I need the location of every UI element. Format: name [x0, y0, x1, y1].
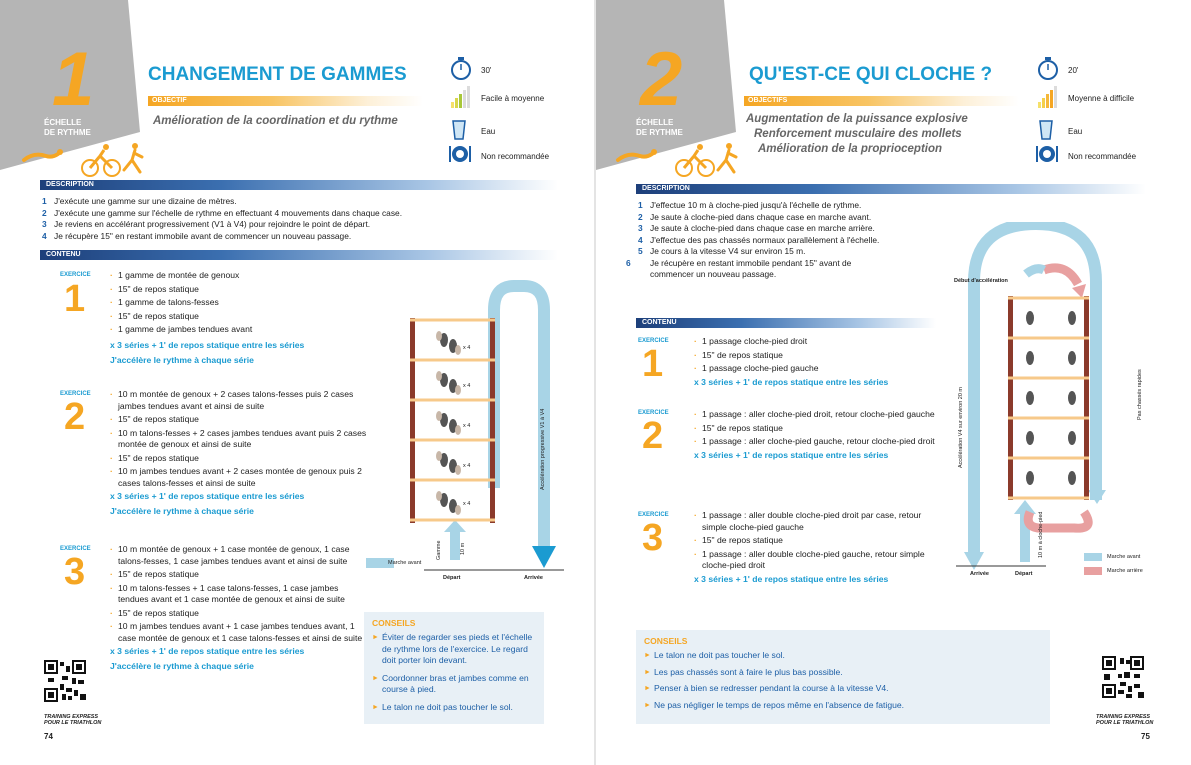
arrivee-label: Arrivée — [524, 575, 543, 581]
acceleration-label: Accélération progressive V1 à V4 — [540, 408, 546, 490]
sheet-number: 2 — [640, 37, 682, 122]
gray-corner-banner — [0, 0, 140, 170]
exercise-label: EXERCICE — [60, 272, 91, 278]
exercise-2-list: 10 m montée de genoux + 2 cases talons-f… — [110, 389, 368, 517]
description-bar: DESCRIPTION — [636, 184, 1146, 194]
water-glass-icon — [452, 120, 466, 140]
exercise-label: EXERCICE — [60, 546, 91, 552]
acceleration-start-label: Début d'accélération — [954, 278, 1008, 284]
objective-text: Amélioration de la coordination et du ry… — [153, 115, 398, 127]
qr-code[interactable] — [44, 660, 86, 702]
legend-forward: Marche avant — [388, 560, 422, 566]
legend-forward: Marche avant — [1107, 554, 1141, 560]
repeat-label: x 4 — [463, 423, 471, 429]
contenu-bar: CONTENU — [40, 250, 558, 260]
exercise-1-list: 1 passage cloche-pied droit 15" de repos… — [694, 336, 944, 392]
page-number: 74 — [44, 732, 53, 741]
contenu-bar: CONTENU — [636, 318, 936, 328]
objective-text: Augmentation de la puissance explosive R… — [746, 113, 968, 155]
exercise-number: 1 — [642, 343, 664, 385]
plate-cutlery-icon — [449, 146, 471, 162]
repeat-label: x 4 — [463, 345, 471, 351]
page-number: 75 — [1141, 732, 1150, 741]
hydration-value: Eau — [481, 127, 496, 136]
conseils-box: CONSEILS Éviter de regarder ses pieds et… — [364, 612, 544, 724]
food-value: Non recommandée — [1068, 152, 1137, 161]
exercise-label: EXERCICE — [638, 410, 669, 416]
side-steps-label: Pas chassés rapides — [1137, 369, 1143, 420]
triathlon-athletes-icon — [616, 143, 738, 177]
legend-forward-swatch — [1084, 553, 1102, 561]
description-bar: DESCRIPTION — [40, 180, 558, 190]
objective-bar: OBJECTIFS — [744, 96, 1019, 106]
exercise-label: EXERCICE — [638, 512, 669, 518]
plate-cutlery-icon — [1036, 146, 1058, 162]
exercise-number: 1 — [64, 278, 86, 320]
repeat-label: x 4 — [463, 463, 471, 469]
ladder-diagram — [366, 280, 564, 571]
exercise-3-list: 1 passage : aller double cloche-pied dro… — [694, 510, 944, 589]
exercise-label: EXERCICE — [638, 338, 669, 344]
depart-label: Départ — [443, 575, 461, 581]
legend-backward-swatch — [1084, 567, 1102, 575]
exercise-label: EXERCICE — [60, 391, 91, 397]
depart-label: Départ — [1015, 571, 1033, 577]
distance-label: 10 m — [460, 542, 466, 555]
exercise-1-list: 1 gamme de montée de genoux 15" de repos… — [110, 270, 360, 371]
hydration-value: Eau — [1068, 127, 1083, 136]
qr-code[interactable] — [1102, 656, 1144, 698]
stopwatch-icon — [451, 57, 471, 80]
repeat-label: x 4 — [463, 501, 471, 507]
repeat-label: x 4 — [463, 383, 471, 389]
exercise-number: 2 — [64, 396, 86, 438]
duration-value: 30' — [481, 66, 492, 75]
difficulty-bars-icon — [451, 86, 470, 108]
stopwatch-icon — [1038, 57, 1058, 80]
triathlon-athletes-icon — [22, 143, 144, 177]
arrivee-label: Arrivée — [970, 571, 989, 577]
difficulty-bars-icon — [1038, 86, 1057, 108]
exercise-2-list: 1 passage : aller cloche-pied droit, ret… — [694, 409, 942, 465]
legend-backward: Marche arrière — [1107, 568, 1143, 574]
gamme-label: Gamme — [436, 540, 442, 560]
conseils-box: CONSEILS Le talon ne doit pas toucher le… — [636, 630, 1050, 724]
exercise-3-list: 10 m montée de genoux + 1 case montée de… — [110, 544, 366, 672]
difficulty-value: Facile à moyenne — [481, 94, 545, 103]
page-title: CHANGEMENT DE GAMMES — [148, 64, 407, 85]
ladder-diagram — [956, 222, 1106, 570]
exercise-number: 3 — [64, 551, 86, 593]
objective-bar: OBJECTIF — [148, 96, 423, 106]
food-value: Non recommandée — [481, 152, 550, 161]
water-glass-icon — [1039, 120, 1053, 140]
exercise-number: 3 — [642, 517, 664, 559]
difficulty-value: Moyenne à difficile — [1068, 94, 1135, 103]
spine-gutter — [594, 0, 597, 765]
gray-corner-banner — [596, 0, 736, 170]
duration-value: 20' — [1068, 66, 1079, 75]
hopping-distance-label: 10 m à cloche-pied — [1038, 511, 1044, 558]
acceleration-label: Accélération V4 sur environ 20 m — [958, 386, 964, 468]
sheet-number: 1 — [52, 37, 94, 122]
exercise-number: 2 — [642, 415, 664, 457]
page-title: QU'EST-CE QUI CLOCHE ? — [749, 64, 993, 85]
